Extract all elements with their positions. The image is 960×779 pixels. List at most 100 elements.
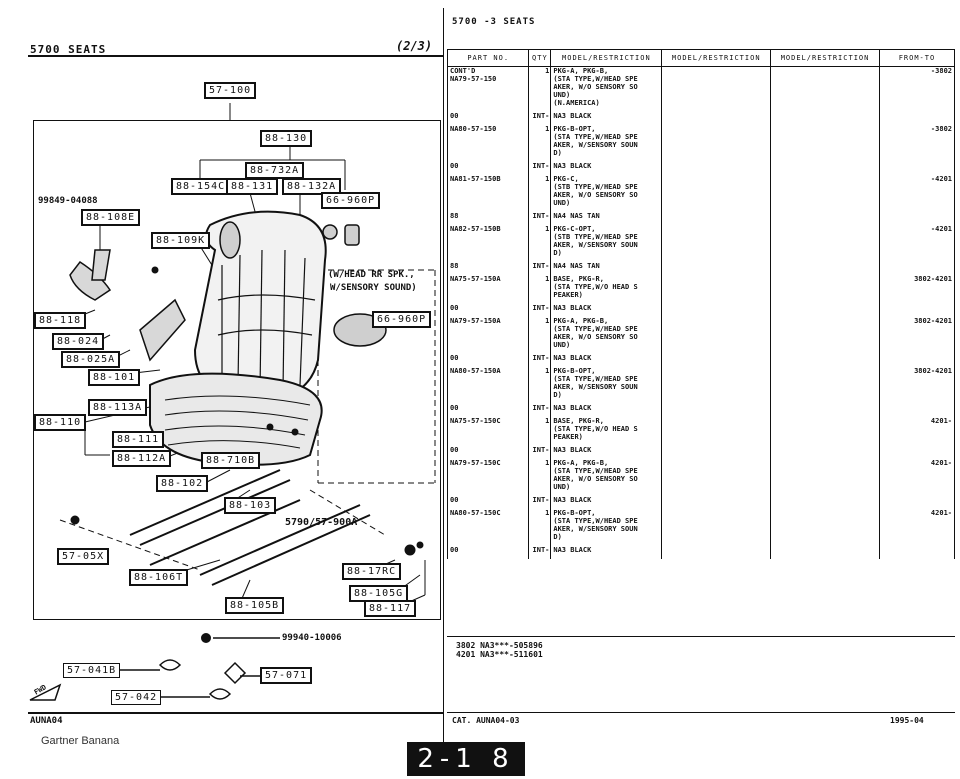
cell-part-no: 00 [446, 496, 530, 509]
part-callout: 88-103 [224, 497, 277, 514]
part-callout: 88-110 [34, 414, 87, 431]
cell-part-no: 00 [446, 354, 530, 367]
cell-model-restriction-3 [770, 509, 880, 546]
cell-qty: INT- [528, 404, 552, 417]
cell-part-no: NA75-57-150C [446, 417, 530, 446]
cell-qty: 1 [528, 175, 552, 212]
cell-from-to [878, 354, 956, 367]
part-callout: 88-113A [88, 399, 148, 416]
part-callout: 88-117 [364, 600, 417, 617]
cell-model-restriction-2 [661, 446, 772, 459]
cell-from-to [878, 496, 956, 509]
part-callout: 88-106T [129, 569, 189, 586]
cell-part-no: 00 [446, 546, 530, 559]
part-callout: 88-112A [112, 450, 172, 467]
cell-model-restriction-2 [661, 212, 772, 225]
cell-from-to [878, 304, 956, 317]
cell-model-restriction-2 [661, 509, 772, 546]
cell-model-restriction-2 [661, 404, 772, 417]
cell-model-restriction: PKG-A, PKG-B, (STA TYPE,W/HEAD SPE AKER,… [550, 66, 663, 112]
cell-model-restriction: BASE, PKG-R, (STA TYPE,W/O HEAD S PEAKER… [550, 417, 663, 446]
part-callout: 57-100 [204, 82, 257, 99]
catalog-code: CAT. AUNA04-03 [452, 716, 520, 725]
cell-part-no: NA80-57-150C [446, 509, 530, 546]
speaker-note-line1: (W/HEAD RR SPK., [328, 270, 415, 280]
part-callout: 88-17RC [342, 563, 402, 580]
catalog-date: 1995-04 [890, 716, 924, 725]
cell-from-to: 4201- [878, 509, 956, 546]
part-callout: 88-108E [81, 209, 141, 226]
part-callout: 88-105B [225, 597, 285, 614]
cell-from-to: 4201- [878, 417, 956, 446]
cell-model-restriction-3 [770, 546, 880, 559]
cell-qty: INT- [528, 262, 552, 275]
cell-qty: 1 [528, 317, 552, 354]
col-header: FROM-TO [878, 49, 956, 67]
cell-model-restriction: NA3 BLACK [550, 354, 663, 367]
header-rule-left [28, 55, 444, 57]
cell-qty: 1 [528, 125, 552, 162]
cell-qty: INT- [528, 304, 552, 317]
part-callout: 88-102 [156, 475, 209, 492]
col-header: QTY [528, 49, 552, 67]
section-title-left: 5700 SEATS [30, 43, 107, 56]
cell-model-restriction-2 [661, 367, 772, 404]
part-callout: 88-732A [245, 162, 305, 179]
page-number-tab: 2-1 8 [407, 742, 525, 776]
cell-qty: INT- [528, 162, 552, 175]
cell-part-no: 88 [446, 212, 530, 225]
cell-qty: 1 [528, 509, 552, 546]
cell-model-restriction-3 [770, 175, 880, 212]
part-callout: 66-960P [372, 311, 432, 328]
cell-model-restriction-3 [770, 367, 880, 404]
cell-model-restriction-3 [770, 317, 880, 354]
cell-qty: 1 [528, 367, 552, 404]
cell-model-restriction: PKG-B-OPT, (STA TYPE,W/HEAD SPE AKER, W/… [550, 509, 663, 546]
part-callout: 88-710B [201, 452, 261, 469]
footer-rule-right [447, 712, 955, 713]
cell-model-restriction-3 [770, 446, 880, 459]
seat-exploded-diagram [28, 103, 443, 714]
cell-model-restriction: NA3 BLACK [550, 162, 663, 175]
cell-model-restriction-2 [661, 275, 772, 304]
cell-from-to: -3802 [878, 125, 956, 162]
cell-model-restriction: NA3 BLACK [550, 446, 663, 459]
cell-from-to: 3802-4201 [878, 317, 956, 354]
cell-model-restriction: BASE, PKG-R, (STA TYPE,W/O HEAD S PEAKER… [550, 275, 663, 304]
cell-model-restriction-3 [770, 404, 880, 417]
part-callout: 66-960P [321, 192, 381, 209]
cell-part-no: CONT'D NA79-57-150 [446, 66, 530, 112]
cell-part-no: 00 [446, 446, 530, 459]
cell-model-restriction: PKG-C, (STB TYPE,W/HEAD SPE AKER, W/O SE… [550, 175, 663, 212]
cell-from-to: 3802-4201 [878, 275, 956, 304]
cell-from-to: -4201 [878, 175, 956, 212]
cell-from-to [878, 546, 956, 559]
cell-qty: 1 [528, 459, 552, 496]
part-callout: 57-071 [260, 667, 313, 684]
part-callout: 88-024 [52, 333, 105, 350]
cell-model-restriction-2 [661, 546, 772, 559]
col-header: PART NO. [446, 49, 530, 67]
parts-table: PART NO. QTY MODEL/RESTRICTION MODEL/RES… [446, 49, 956, 559]
cell-from-to [878, 162, 956, 175]
table-header-row: PART NO. QTY MODEL/RESTRICTION MODEL/RES… [446, 49, 956, 67]
cell-from-to: -4201 [878, 225, 956, 262]
cell-model-restriction-3 [770, 212, 880, 225]
cell-part-no: NA80-57-150 [446, 125, 530, 162]
col-header: MODEL/RESTRICTION [770, 49, 880, 67]
cell-model-restriction: PKG-A, PKG-B, (STA TYPE,W/HEAD SPE AKER,… [550, 459, 663, 496]
cell-model-restriction-3 [770, 125, 880, 162]
part-callout: 88-109K [151, 232, 211, 249]
diagram-frame [33, 120, 441, 620]
